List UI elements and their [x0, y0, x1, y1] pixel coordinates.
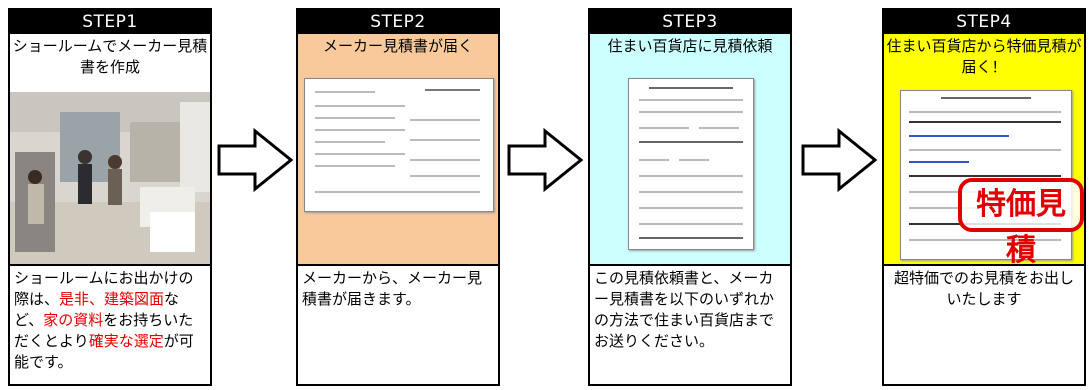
- step-1-card: STEP1 ショールームでメーカー見積書を作成 ショールームにお出かけの際は、是…: [8, 8, 212, 386]
- step-3-card: STEP3 住まい百貨店に見積依頼 この見積依頼書と、メーカー見積書を以下のいず…: [588, 8, 792, 386]
- step-2-card: STEP2 メーカー見積書が届く メーカーから、メーカー見積書が届きます。: [296, 8, 500, 386]
- step-3-title: 住まい百貨店に見積依頼: [607, 37, 773, 55]
- estimate-request-document: [628, 78, 754, 250]
- special-price-stamp: 特価見積: [958, 178, 1084, 268]
- step-2-title: メーカー見積書が届く: [322, 37, 473, 55]
- step-2-label: STEP2: [298, 10, 498, 34]
- step-4-label: STEP4: [884, 10, 1084, 34]
- step-1-title: ショールームでメーカー見積書を作成: [12, 37, 208, 76]
- step-4-title: 住まい百貨店から特価見積が届く！: [886, 37, 1082, 76]
- step-4-card: STEP4 住まい百貨店から特価見積が届く！ 特価見積 超特価でのお見積をお出し…: [882, 8, 1086, 386]
- special-price-estimate-document: [900, 90, 1072, 260]
- right-arrow-icon: [217, 128, 294, 192]
- step-1-description: ショールームにお出かけの際は、是非、建築図面など、家の資料をお持ちいただくとより…: [10, 264, 210, 384]
- right-arrow-icon: [507, 128, 584, 192]
- right-arrow-icon: [801, 128, 878, 192]
- step-2-description: メーカーから、メーカー見積書が届きます。: [298, 264, 498, 384]
- step-1-label: STEP1: [10, 10, 210, 34]
- step-4-description: 超特価でのお見積をお出しいたします: [884, 264, 1084, 384]
- maker-estimate-document: [304, 78, 494, 212]
- step-3-description: この見積依頼書と、メーカー見積書を以下のいずれかの方法で住まい百貨店までお送りく…: [590, 264, 790, 384]
- showroom-photo: [10, 92, 210, 264]
- step-3-label: STEP3: [590, 10, 790, 34]
